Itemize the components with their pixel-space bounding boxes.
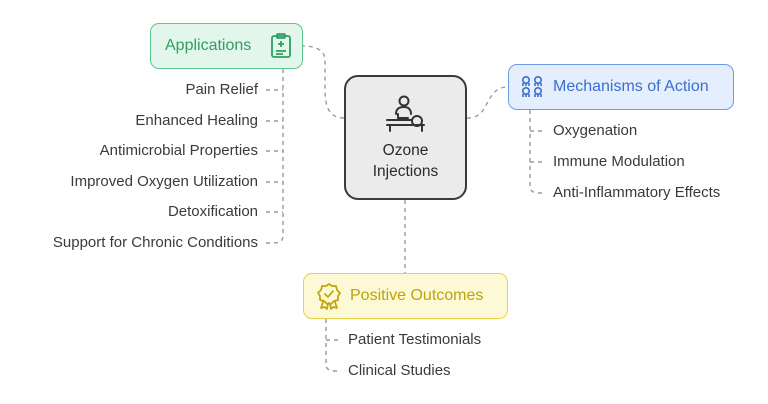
award-ribbon-icon xyxy=(316,282,342,310)
applications-item-4: Detoxification xyxy=(167,203,258,220)
person-reclining-treatment-icon xyxy=(384,94,428,134)
category-outcomes-label: Positive Outcomes xyxy=(350,287,484,304)
bracket-outcomes xyxy=(325,319,341,372)
link-center-mechanisms xyxy=(466,86,509,119)
mechanisms-item-2: Anti-Inflammatory Effects xyxy=(553,184,721,201)
outcomes-item-1: Clinical Studies xyxy=(348,362,451,379)
bracket-mechanisms xyxy=(529,110,546,194)
center-node: Ozone Injections xyxy=(344,75,467,200)
outcomes-item-0: Patient Testimonials xyxy=(348,331,482,348)
medical-chart-icon xyxy=(270,33,292,59)
molecule-cluster-icon xyxy=(519,74,545,100)
applications-item-0: Pain Relief xyxy=(185,81,258,98)
center-label: Ozone Injections xyxy=(372,141,439,180)
applications-item-5: Support for Chronic Conditions xyxy=(52,234,258,251)
category-applications: Applications xyxy=(150,23,303,69)
applications-item-2: Antimicrobial Properties xyxy=(99,142,258,159)
mechanisms-item-0: Oxygenation xyxy=(553,122,638,139)
mechanisms-item-1: Immune Modulation xyxy=(553,153,685,170)
bracket-applications xyxy=(266,69,284,244)
link-center-applications xyxy=(302,45,345,119)
category-mechanisms-label: Mechanisms of Action xyxy=(553,78,709,95)
category-outcomes: Positive Outcomes xyxy=(303,273,508,319)
category-applications-label: Applications xyxy=(165,37,252,54)
applications-item-1: Enhanced Healing xyxy=(135,112,258,129)
category-mechanisms: Mechanisms of Action xyxy=(508,64,734,110)
applications-item-3: Improved Oxygen Utilization xyxy=(70,173,258,190)
